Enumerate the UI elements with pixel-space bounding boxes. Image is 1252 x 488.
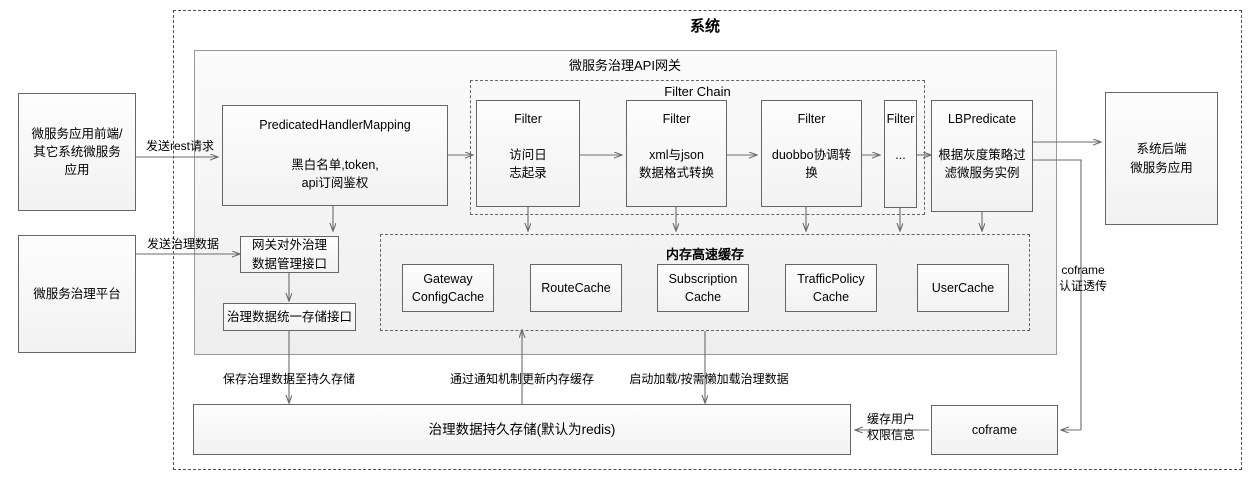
frontend-app-box[interactable]: 微服务应用前端/ 其它系统微服务 应用 bbox=[18, 93, 136, 211]
filter-1-sub2: 志起录 bbox=[509, 166, 547, 181]
lb-predicate-sub2: 滤微服务实例 bbox=[944, 166, 1020, 181]
cache-1-line2: ConfigCache bbox=[411, 290, 485, 304]
filter-3-title: Filter bbox=[797, 112, 826, 126]
api-gateway-title: 微服务治理API网关 bbox=[569, 58, 681, 73]
storage-interface-label: 治理数据统一存储接口 bbox=[226, 309, 352, 324]
filter-2-sub2: 数据格式转换 bbox=[638, 166, 714, 181]
cache-5-line1: UserCache bbox=[931, 280, 995, 295]
coframe-label: coframe bbox=[971, 422, 1018, 437]
cache-2-line1: RouteCache bbox=[541, 280, 611, 295]
edge-label-rest-request: 发送rest请求 bbox=[145, 139, 214, 153]
cache-3-line1: Subscription bbox=[668, 271, 738, 286]
edge-label-startup-lazy-load: 启动加载/按需懒加载治理数据 bbox=[629, 372, 789, 386]
cache-box-traffic-policy[interactable]: TrafficPolicy Cache bbox=[785, 264, 877, 312]
filter-box-4[interactable]: Filter ... bbox=[884, 100, 917, 208]
filter-3-sub1: duobbo协调转 bbox=[771, 148, 852, 163]
mgmt-interface-line1: 网关对外治理 bbox=[251, 238, 327, 253]
predicated-handler-mapping-box[interactable]: PredicatedHandlerMapping 黑白名单,token, api… bbox=[222, 105, 448, 206]
handler-mapping-sub1: 黑白名单,token, bbox=[291, 158, 379, 173]
memory-cache-title: 内存高速缓存 bbox=[665, 247, 744, 262]
frontend-app-line1: 微服务应用前端/ bbox=[31, 126, 123, 141]
persistence-store-box[interactable]: 治理数据持久存储(默认为redis) bbox=[193, 404, 851, 455]
cache-box-user[interactable]: UserCache bbox=[917, 264, 1009, 312]
governance-platform-box[interactable]: 微服务治理平台 bbox=[18, 235, 136, 353]
cache-1-line1: Gateway bbox=[423, 271, 473, 286]
filter-chain-title: Filter Chain bbox=[664, 84, 731, 99]
governance-platform-label: 微服务治理平台 bbox=[33, 286, 121, 301]
filter-2-sub1: xml与json bbox=[649, 148, 704, 163]
edge-label-save-to-persistence: 保存治理数据至持久存储 bbox=[222, 372, 355, 386]
filter-4-title: Filter bbox=[886, 112, 915, 126]
filter-2-title: Filter bbox=[662, 112, 691, 126]
filter-box-1[interactable]: Filter 访问日 志起录 bbox=[476, 100, 580, 207]
unified-storage-interface-box[interactable]: 治理数据统一存储接口 bbox=[223, 303, 356, 331]
cache-4-line1: TrafficPolicy bbox=[797, 271, 865, 286]
filter-box-3[interactable]: Filter duobbo协调转 换 bbox=[761, 100, 862, 207]
cache-box-route[interactable]: RouteCache bbox=[530, 264, 622, 312]
backend-app-line1: 系统后端 bbox=[1136, 142, 1187, 157]
edge-label-cache-user-permission: 缓存用户 权限信息 bbox=[855, 411, 927, 443]
lb-predicate-box[interactable]: LBPredicate 根据灰度策略过 滤微服务实例 bbox=[931, 100, 1033, 212]
cache-box-gateway-config[interactable]: Gateway ConfigCache bbox=[402, 264, 494, 312]
handler-mapping-sub2: api订阅鉴权 bbox=[301, 176, 369, 191]
coframe-auth-line1: coframe bbox=[1061, 263, 1105, 277]
cache-user-perm-line1: 缓存用户 bbox=[866, 412, 915, 426]
memory-cache-panel bbox=[380, 234, 1030, 331]
system-boundary bbox=[173, 10, 1242, 470]
frontend-app-line2: 其它系统微服务 bbox=[33, 144, 121, 159]
cache-3-line2: Cache bbox=[684, 290, 722, 304]
filter-1-sub1: 访问日 bbox=[509, 148, 547, 163]
filter-4-sub1: ... bbox=[895, 148, 906, 163]
cache-user-perm-line2: 权限信息 bbox=[866, 428, 915, 443]
system-title: 系统 bbox=[689, 18, 720, 35]
backend-app-box[interactable]: 系统后端 微服务应用 bbox=[1105, 92, 1218, 225]
filter-box-2[interactable]: Filter xml与json 数据格式转换 bbox=[626, 100, 727, 207]
filter-chain-panel bbox=[470, 80, 925, 215]
lb-predicate-title: LBPredicate bbox=[947, 112, 1017, 126]
gateway-mgmt-interface-box[interactable]: 网关对外治理 数据管理接口 bbox=[240, 236, 339, 273]
cache-box-subscription[interactable]: Subscription Cache bbox=[657, 264, 749, 312]
filter-3-sub2: 换 bbox=[805, 166, 818, 181]
handler-mapping-title: PredicatedHandlerMapping bbox=[259, 118, 411, 132]
lb-predicate-sub1: 根据灰度策略过 bbox=[938, 148, 1026, 163]
edge-label-notify-update-cache: 通过通知机制更新内存缓存 bbox=[449, 372, 594, 386]
filter-1-title: Filter bbox=[514, 112, 542, 126]
coframe-box[interactable]: coframe bbox=[931, 405, 1058, 455]
frontend-app-line3: 应用 bbox=[64, 163, 90, 178]
cache-4-line2: Cache bbox=[812, 290, 850, 304]
backend-app-line2: 微服务应用 bbox=[1130, 160, 1193, 175]
edge-label-governance-data: 发送治理数据 bbox=[146, 237, 219, 251]
coframe-auth-line2: 认证透传 bbox=[1058, 279, 1107, 294]
mgmt-interface-line2: 数据管理接口 bbox=[251, 256, 327, 271]
persistence-label: 治理数据持久存储(默认为redis) bbox=[428, 421, 616, 437]
edge-label-coframe-auth: coframe 认证透传 bbox=[1046, 262, 1120, 294]
